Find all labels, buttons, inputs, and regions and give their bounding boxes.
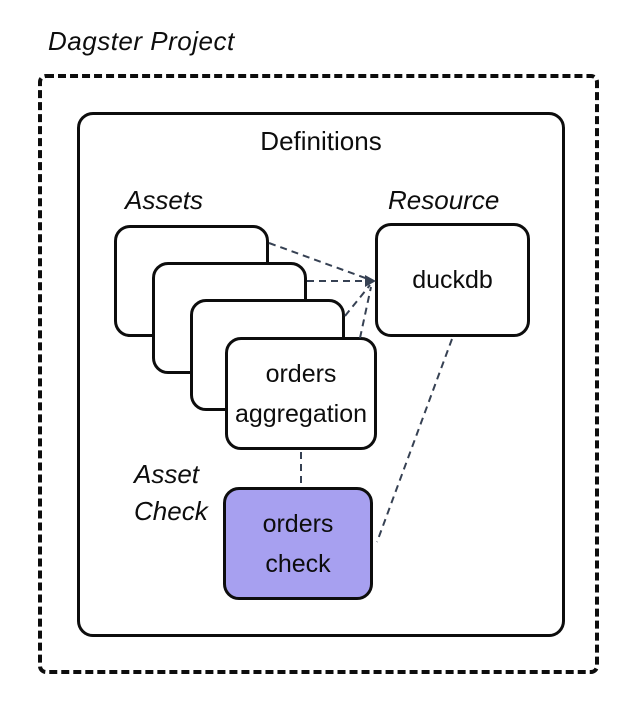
asset-check-node-orders-check: orders check — [223, 487, 373, 600]
dagster-project-boundary — [38, 74, 599, 674]
asset-node-orders-aggregation: orders aggregation — [225, 337, 377, 450]
assets-group-label: Assets — [125, 185, 204, 215]
resource-group-label: Resource — [388, 185, 500, 215]
definitions-container — [77, 112, 565, 637]
definitions-label: Definitions — [260, 126, 382, 156]
diagram-title: Dagster Project — [48, 26, 235, 56]
asset-check-group-label: Asset Check — [134, 459, 208, 526]
resource-node-duckdb: duckdb — [375, 223, 530, 337]
